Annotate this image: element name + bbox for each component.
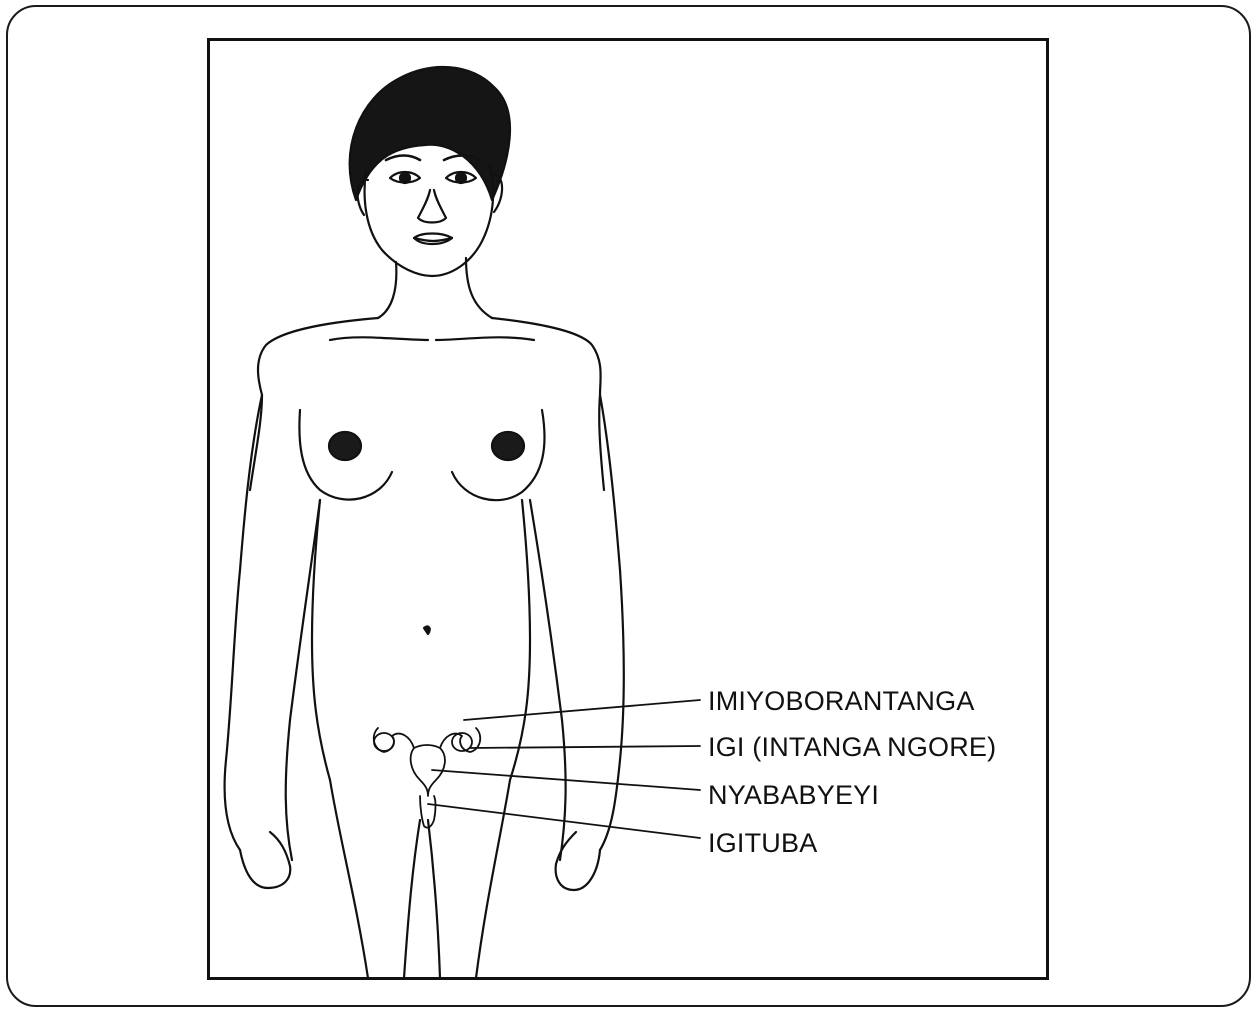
left-leg (330, 780, 368, 978)
left-nipple (329, 432, 361, 460)
right-leg (476, 780, 510, 978)
label-vagina: IGITUBA (708, 830, 817, 857)
fallopian-leader (464, 700, 700, 720)
neck (378, 262, 396, 318)
left-eye (390, 172, 420, 183)
face-outline (365, 165, 494, 276)
torso-outline (250, 318, 378, 490)
left-ovary (374, 733, 394, 751)
right-eye (446, 172, 476, 183)
left-arm (225, 395, 262, 850)
right-arm (600, 395, 624, 850)
nose (418, 190, 446, 223)
left-eyebrow (386, 156, 420, 161)
label-fallopian-tubes: IMIYOBORANTANGA (708, 688, 975, 715)
left-hand (240, 832, 290, 888)
label-uterus: NYABABYEYI (708, 782, 879, 809)
right-nipple (492, 432, 524, 460)
reproductive-organs (374, 728, 481, 828)
mouth (414, 234, 452, 245)
ovary-leader (470, 746, 700, 748)
navel (424, 626, 430, 634)
hair (350, 67, 510, 200)
label-ovary: IGI (INTANGA NGORE) (708, 734, 996, 761)
